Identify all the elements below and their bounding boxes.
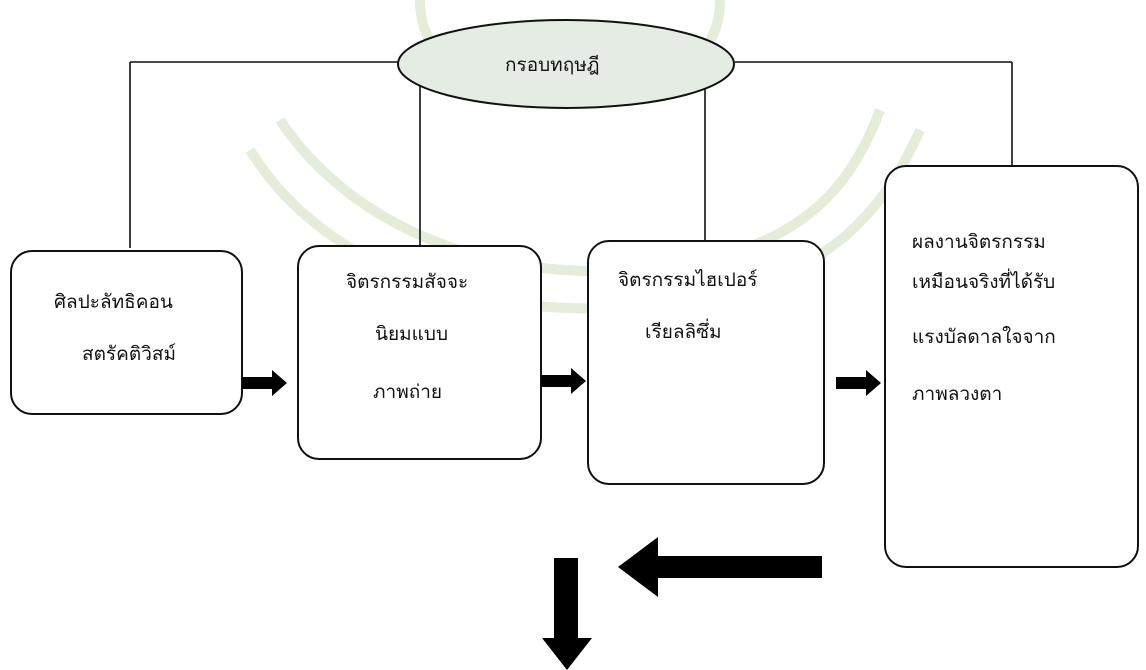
box-hyperrealism — [587, 240, 825, 485]
box-illusion-painting-line-1: ผลงานจิตรกรรม — [912, 231, 1046, 253]
left-arrow-icon — [618, 537, 822, 597]
box-photorealism-line-1: จิตรกรรมสัจจะ — [346, 271, 469, 293]
box-constructivism-line-2: สตรัคติวิสม์ — [82, 343, 176, 365]
box-photorealism-line-2: นิยมแบบ — [375, 323, 449, 345]
right-arrow-icon — [541, 368, 586, 394]
box-illusion-painting-line-2: เหมือนจริงที่ได้รับ — [912, 271, 1056, 293]
box-constructivism-line-1: ศิลปะลัทธิคอน — [54, 291, 173, 313]
box-hyperrealism-line-2: เรียลลิซึ่ม — [645, 321, 722, 343]
down-arrow-icon — [542, 558, 592, 670]
theory-framework-ellipse — [397, 19, 735, 109]
box-illusion-painting-line-3: แรงบัลดาลใจจาก — [912, 326, 1056, 348]
box-photorealism — [297, 245, 542, 460]
box-illusion-painting-line-4: ภาพลวงตา — [912, 383, 1003, 405]
right-arrow-icon — [242, 370, 287, 396]
theory-framework-label: กรอบทฤษฎี — [505, 54, 600, 76]
box-hyperrealism-line-1: จิตรกรรมไฮเปอร์ — [618, 269, 758, 291]
right-arrow-icon — [836, 370, 881, 396]
box-constructivism — [10, 250, 243, 415]
box-illusion-painting — [884, 165, 1139, 568]
box-photorealism-line-3: ภาพถ่าย — [373, 381, 443, 403]
